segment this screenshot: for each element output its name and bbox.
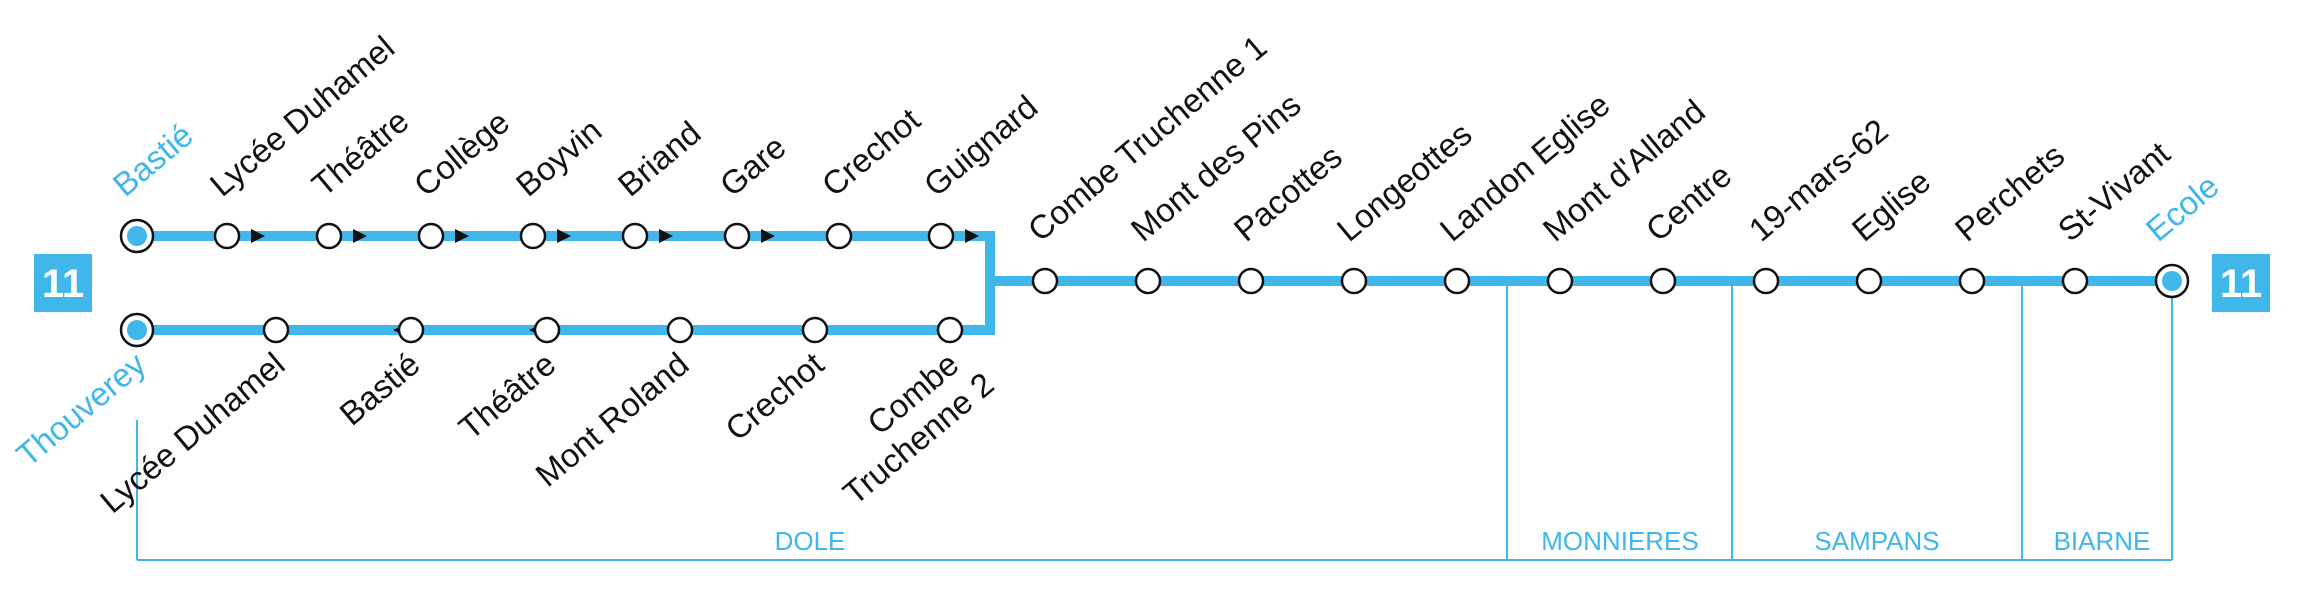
stop-marker (1340, 267, 1368, 295)
arrow-right-icon (965, 229, 979, 243)
stop-marker (262, 316, 290, 344)
terminal-stop-ecole (2154, 263, 2190, 299)
zone-label-monnieres: MONNIERES (1541, 526, 1698, 556)
line-badge-left: 11 (34, 254, 92, 312)
arrow-right-icon (251, 229, 265, 243)
stop-label-bastie-lower: Bastié (332, 345, 426, 432)
stop-marker (936, 316, 964, 344)
stop-label-lycee-duhamel: Lycée Duhamel (203, 28, 402, 203)
arrow-right-icon (455, 229, 469, 243)
stop-label-crechot: Crechot (815, 101, 927, 204)
stop-marker (1237, 267, 1265, 295)
stop-label-landon-eglise: Landon Eglise (1433, 86, 1617, 249)
stop-marker (825, 222, 853, 250)
stop-marker (417, 222, 445, 250)
stop-marker (927, 222, 955, 250)
stop-label-guignard: Guignard (917, 88, 1045, 204)
stop-marker (397, 316, 425, 344)
stop-marker (1443, 267, 1471, 295)
stop-marker (1958, 267, 1986, 295)
line-badge-right: 11 (2212, 254, 2270, 312)
terminal-stop-bastie (119, 218, 155, 254)
stop-marker (1546, 267, 1574, 295)
stop-marker (519, 222, 547, 250)
trunk-stops (1031, 267, 2089, 295)
lower-branch-stops (262, 316, 964, 344)
line-number-right: 11 (2220, 262, 2262, 306)
terminal-label-bastie: Bastié (106, 116, 200, 203)
stop-marker (801, 316, 829, 344)
stop-label-briand: Briand (611, 114, 708, 204)
zone-label-dole: DOLE (775, 526, 846, 556)
arrow-right-icon (353, 229, 367, 243)
stop-marker (666, 316, 694, 344)
stop-label-boyvin: Boyvin (509, 111, 609, 203)
zone-label-sampans: SAMPANS (1814, 526, 1939, 556)
stop-marker (2061, 267, 2089, 295)
stop-marker (1031, 267, 1059, 295)
arrow-right-icon (761, 229, 775, 243)
stop-marker (621, 222, 649, 250)
stop-label-crechot-lower: Crechot (718, 345, 830, 448)
arrow-right-icon (557, 229, 571, 243)
terminal-stop-thouverey (119, 312, 155, 348)
stop-marker (315, 222, 343, 250)
direction-arrows-upper (251, 229, 979, 243)
route-line-upper (132, 231, 995, 335)
zone-brackets (136, 282, 2173, 561)
stop-label-gare: Gare (713, 128, 793, 204)
arrow-right-icon (659, 229, 673, 243)
stop-label-college: Collège (407, 103, 517, 203)
stop-marker (1752, 267, 1780, 295)
stop-marker (1855, 267, 1883, 295)
stop-marker (213, 222, 241, 250)
stop-label-combe-truchenne-2: Combe Truchenne 2 (836, 345, 1001, 512)
line-number-left: 11 (42, 262, 84, 306)
stop-marker (533, 316, 561, 344)
terminal-label-thouverey: Thouverey (9, 345, 153, 474)
stop-label-theatre-lower: Théâtre (452, 345, 563, 446)
stop-label-perchets: Perchets (1948, 136, 2072, 248)
zone-label-biarne: BIARNE (2054, 526, 2151, 556)
stop-marker (1134, 267, 1162, 295)
stop-label-eglise: Eglise (1845, 162, 1938, 248)
stop-label-centre: Centre (1639, 156, 1739, 248)
stop-marker (1649, 267, 1677, 295)
upper-branch-stops (213, 222, 955, 250)
stop-marker (723, 222, 751, 250)
